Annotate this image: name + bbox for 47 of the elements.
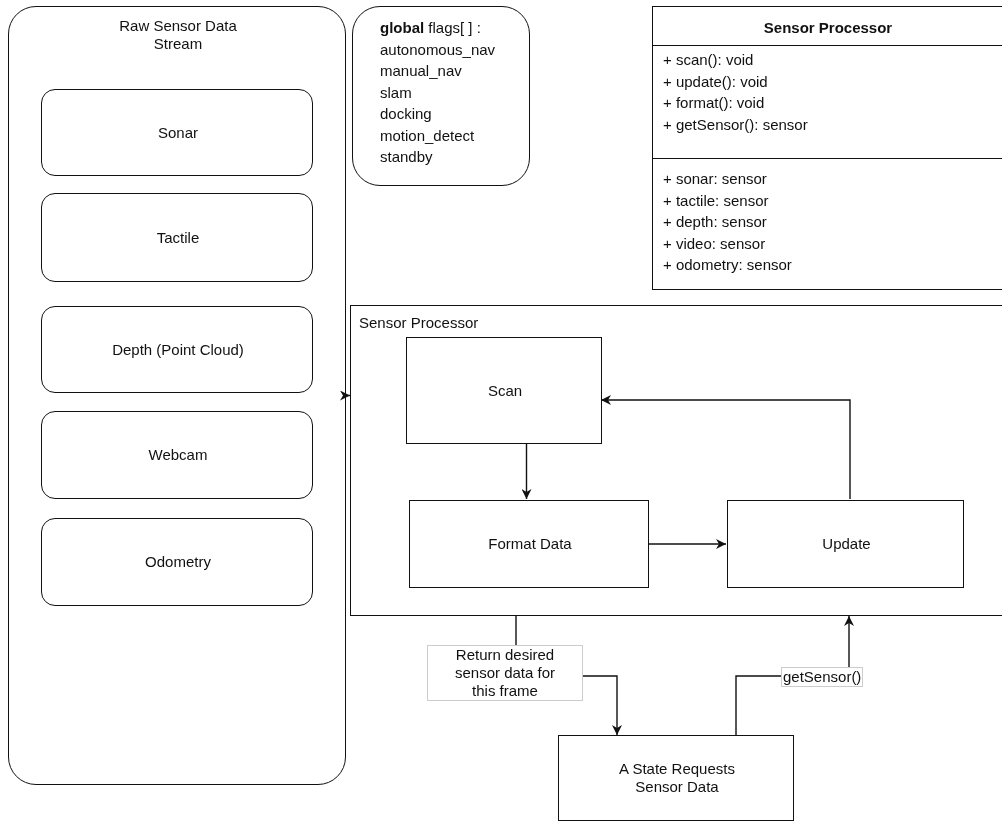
box-label: Format Data — [487, 535, 573, 553]
class-member: + format(): void — [663, 94, 765, 112]
class-member: + getSensor(): sensor — [663, 115, 808, 134]
class-member: + odometry: sensor — [663, 256, 792, 274]
class-box — [652, 6, 1002, 290]
group-title: Raw Sensor Data Stream — [118, 17, 238, 53]
flag-name: standby — [380, 148, 433, 166]
flag-name: slam — [380, 83, 412, 102]
box-label: Sonar — [157, 123, 199, 142]
class-member: + depth: sensor — [663, 213, 767, 231]
container-box — [350, 305, 1002, 616]
box-label: Update — [821, 535, 872, 553]
flag-name: manual_nav — [380, 62, 462, 80]
box-label: Scan — [486, 381, 524, 400]
class-member: + tactile: sensor — [663, 191, 769, 210]
class-member: + scan(): void — [663, 51, 754, 69]
box-label: Webcam — [147, 446, 209, 464]
sensor-box — [41, 193, 313, 282]
process-box — [409, 500, 649, 588]
sensor-box — [41, 518, 313, 606]
process-box — [727, 500, 964, 588]
flags-heading: global flags[ ] : — [380, 19, 481, 37]
box-label: Odometry — [144, 553, 212, 571]
box-label: Depth (Point Cloud) — [111, 340, 245, 359]
arrow — [647, 539, 727, 549]
box-label: Tactile — [155, 228, 201, 247]
group-panel — [8, 6, 346, 785]
flag-name: autonomous_nav — [380, 40, 496, 59]
process-box — [406, 337, 602, 444]
arrow — [600, 395, 851, 500]
class-title: Sensor Processor — [762, 19, 894, 37]
class-member: + video: sensor — [663, 234, 766, 253]
sensor-box — [41, 89, 313, 176]
class-member: + sonar: sensor — [663, 170, 767, 188]
edge-label: Return desired sensor data for this frame — [427, 645, 583, 701]
flag-name: motion_detect — [380, 126, 475, 145]
flags-box — [352, 6, 530, 186]
class-member: + update(): void — [663, 72, 768, 91]
sensor-box — [41, 306, 313, 393]
edge-label: getSensor() — [781, 667, 864, 687]
sensor-box — [41, 411, 313, 499]
container-title: Sensor Processor — [359, 314, 479, 332]
process-box — [558, 735, 794, 821]
flag-name: docking — [380, 105, 432, 123]
arrow — [340, 390, 351, 401]
arrow — [521, 442, 532, 500]
box-label: A State Requests Sensor Data — [618, 760, 736, 796]
